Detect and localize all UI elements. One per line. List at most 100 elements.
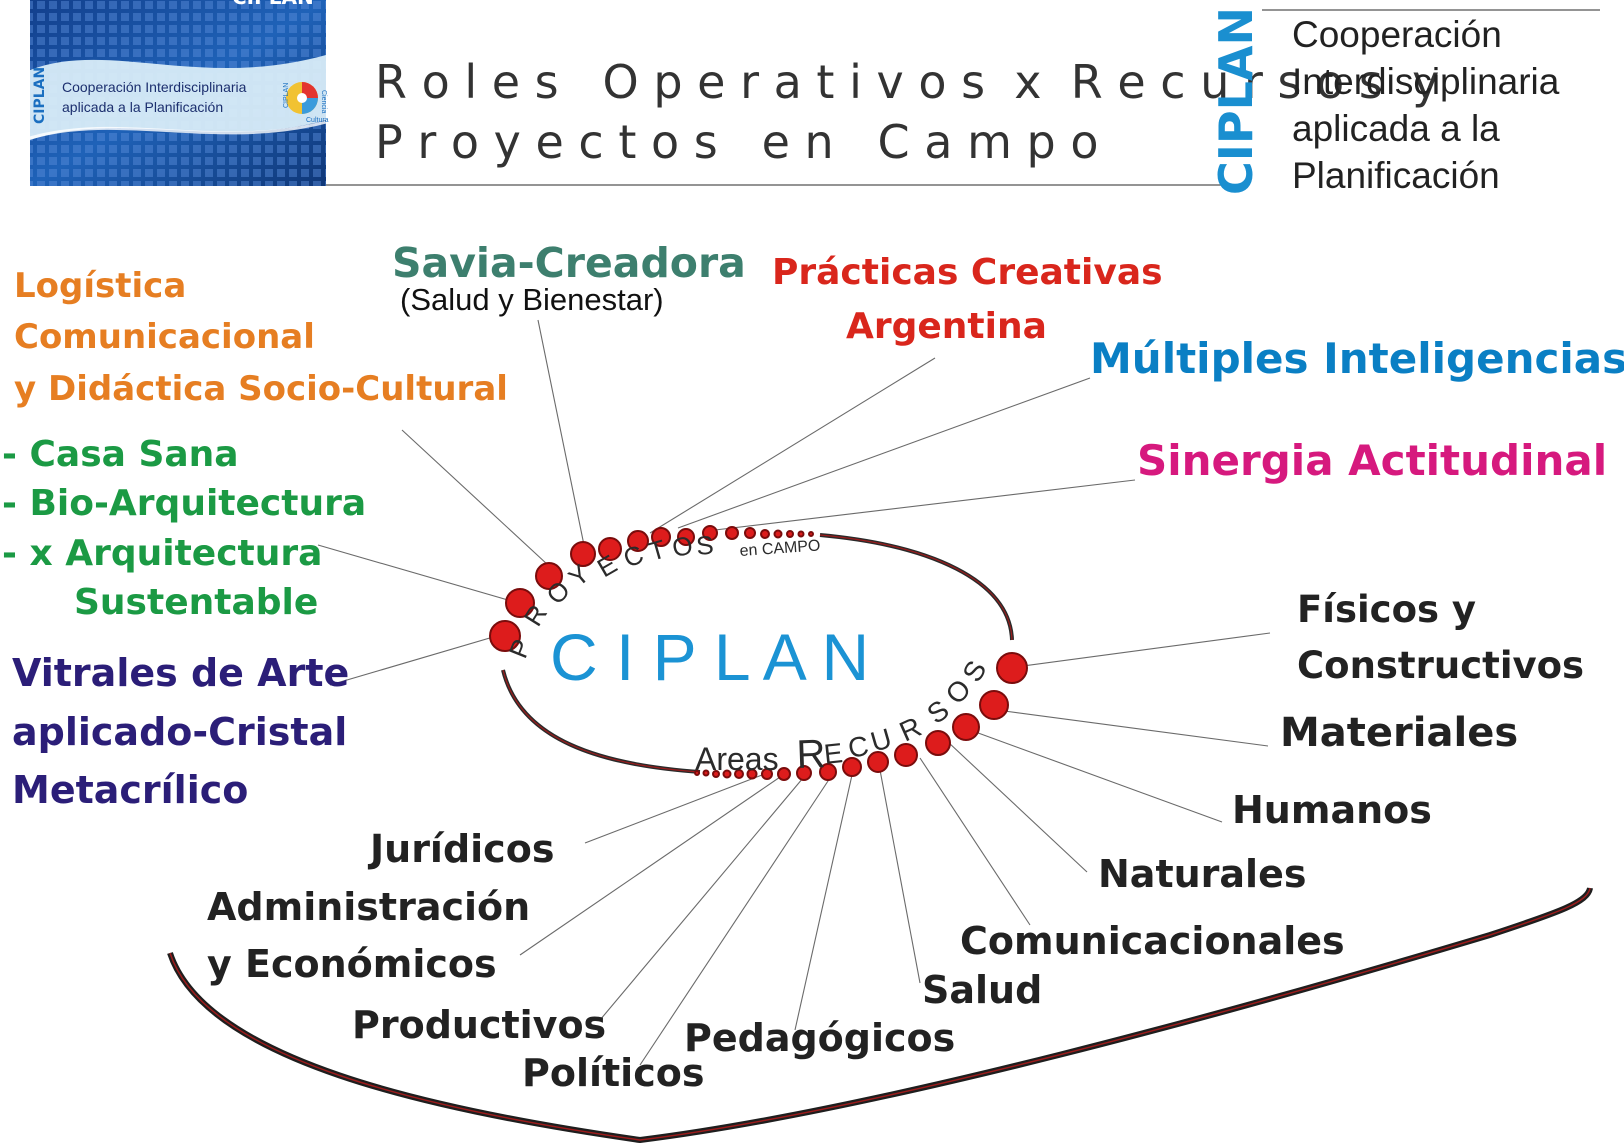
- connector-administracion: [519, 774, 784, 956]
- brand-line-2: Interdisciplinaria: [1292, 61, 1560, 102]
- svg-text:E: E: [822, 737, 844, 770]
- connector-comunicacionales: [919, 757, 1031, 926]
- connector-casa: [317, 544, 516, 603]
- recursos-dots: [694, 652, 1028, 781]
- connector-savia: [537, 319, 586, 551]
- dot-casa: [505, 588, 535, 618]
- dot-politicos: [819, 763, 837, 781]
- connector-juridicos: [584, 774, 763, 844]
- connector-materiales: [996, 709, 1269, 747]
- brand-line-4: Planificación: [1292, 155, 1500, 196]
- label-sinergia: Sinergia Actitudinal: [1137, 436, 1607, 485]
- connector-lines: [317, 319, 1271, 1066]
- label-vitrales-1: Vitrales de Arte: [12, 651, 349, 695]
- label-logistica-2: Comunicacional: [14, 317, 315, 357]
- page-title-line2: P r o y e c t o s e n C a m p o: [375, 115, 1099, 169]
- connector-pedagogicos: [794, 774, 853, 1031]
- dot-administracion: [777, 767, 791, 781]
- en-campo-text: en CAMPO: [739, 537, 821, 560]
- areas-text: Areas: [695, 741, 779, 777]
- label-practicas: Prácticas Creativas Argentina: [772, 252, 1163, 347]
- label-administracion-2: y Económicos: [207, 942, 497, 986]
- dot-juridicos: [761, 768, 773, 780]
- dot-savia-2: [598, 537, 622, 561]
- connector-humanos: [969, 729, 1223, 823]
- connector-salud: [879, 769, 921, 984]
- proyectos-dots: [489, 525, 814, 652]
- connector-sinergia: [714, 479, 1136, 531]
- dot-vitrales: [489, 620, 521, 652]
- label-juridicos: Jurídicos: [367, 827, 554, 871]
- logo-emblem-text-3: Cultura: [306, 117, 329, 124]
- label-casa-1: - Casa Sana: [2, 434, 239, 475]
- label-practicas-2: Argentina: [846, 306, 1047, 347]
- connector-multiples: [677, 377, 1091, 529]
- label-casa: - Casa Sana - Bio-Arquitectura - x Arqui…: [2, 434, 366, 623]
- dot-practicas: [627, 530, 649, 552]
- dot-logistica: [535, 562, 563, 590]
- svg-text:C: C: [846, 730, 871, 764]
- connector-productivos: [599, 777, 804, 1021]
- label-practicas-1: Prácticas Creativas: [772, 252, 1163, 293]
- central-oval: [501, 533, 1014, 774]
- label-pedagogicos: Pedagógicos: [684, 1016, 955, 1060]
- label-logistica-3: y Didáctica Socio-Cultural: [14, 369, 508, 409]
- dot-salud: [867, 751, 889, 773]
- label-fisicos-2: Constructivos: [1297, 644, 1584, 687]
- connector-logistica: [401, 429, 549, 566]
- brand-vertical-name: CIPLAN: [1209, 7, 1263, 195]
- label-humanos: Humanos: [1232, 788, 1432, 832]
- svg-text:R: R: [895, 711, 926, 748]
- dot-pedagogicos: [842, 757, 862, 777]
- label-casa-2: - Bio-Arquitectura: [2, 483, 366, 524]
- svg-text:S: S: [695, 530, 715, 561]
- ciplan-center-text: C I P L A N: [550, 620, 869, 694]
- label-productivos: Productivos: [352, 1003, 606, 1047]
- bottom-brace: [167, 887, 1593, 1144]
- dot-comunicacionales: [894, 743, 918, 767]
- label-casa-3: - x Arquitectura: [2, 533, 322, 574]
- label-vitrales-3: Metacrílico: [12, 768, 248, 812]
- label-savia-sub: (Salud y Bienestar): [400, 282, 664, 317]
- label-vitrales-2: aplicado-Cristal: [12, 710, 347, 754]
- connector-fisicos: [1007, 632, 1271, 669]
- label-comunicacionales: Comunicacionales: [960, 919, 1345, 963]
- page-title-line1: R o l e s O p e r a t i v o s x R e c u …: [375, 55, 1439, 109]
- dot-humanos: [952, 713, 980, 741]
- resource-labels: Físicos y Constructivos Materiales Human…: [207, 588, 1584, 1095]
- dot-savia: [570, 541, 596, 567]
- label-salud: Salud: [922, 968, 1042, 1012]
- dot-naturales: [925, 730, 951, 756]
- dot-materiales: [979, 690, 1009, 720]
- connector-vitrales: [329, 634, 501, 686]
- connector-naturales: [947, 741, 1088, 873]
- dot-multiples-2: [702, 525, 718, 541]
- label-administracion-1: Administración: [207, 885, 530, 929]
- logo-emblem-text-2: Ciencia: [320, 90, 327, 113]
- label-logistica-1: Logística: [14, 266, 186, 306]
- logo-emblem-icon: [286, 82, 318, 114]
- logo-line1: Cooperación Interdisciplinaria: [62, 79, 247, 95]
- header-logo: CIPLAN CIPLAN Cooperación Interdisciplin…: [29, 0, 329, 186]
- dot-multiples: [677, 528, 695, 546]
- dot-sinergia: [725, 526, 739, 540]
- label-fisicos-1: Físicos y: [1297, 588, 1476, 631]
- dot-practicas-2: [651, 527, 671, 547]
- label-materiales: Materiales: [1280, 710, 1518, 756]
- svg-text:R: R: [796, 732, 826, 777]
- logo-emblem-text-1: CIPLAN: [283, 83, 290, 108]
- label-multiples: Múltiples Inteligencias: [1090, 334, 1624, 383]
- logo-side-text: CIPLAN: [32, 67, 48, 124]
- label-casa-4: Sustentable: [74, 582, 318, 623]
- svg-text:U: U: [867, 722, 895, 757]
- label-vitrales: Vitrales de Arte aplicado-Cristal Metacr…: [12, 651, 349, 812]
- connector-politicos: [639, 777, 831, 1066]
- label-savia-title: Savia-Creadora: [392, 239, 746, 287]
- logo-top-text: CIPLAN: [232, 0, 314, 9]
- brand-line-1: Cooperación: [1292, 14, 1502, 55]
- dot-productivos: [796, 765, 812, 781]
- label-logistica: Logística Comunicacional y Didáctica Soc…: [14, 266, 508, 409]
- brand-line-3: aplicada a la: [1292, 108, 1500, 149]
- connector-practicas: [649, 357, 936, 534]
